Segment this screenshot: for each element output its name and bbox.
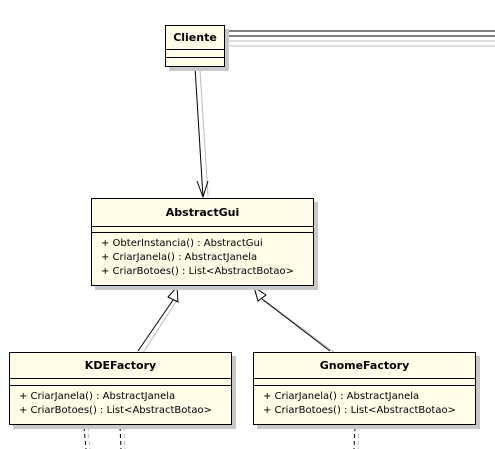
class-attributes-compartment [10,379,231,386]
class-attributes-compartment [92,227,313,233]
class-name: AbstractGui [92,199,313,227]
class-abstractgui[interactable]: AbstractGui + ObterInstancia() : Abstrac… [91,198,314,286]
gnomefactory-generalization [253,285,336,354]
operation-criar-botoes: + CriarBotoes() : List<AbstractBotao> [19,405,212,416]
operation-criar-botoes: + CriarBotoes() : List<AbstractBotao> [263,405,456,416]
operation-criar-janela: + CriarJanela() : AbstractJanela [101,252,258,263]
class-cliente[interactable]: Cliente [165,25,225,67]
cliente-right-association [225,30,495,47]
gnomefactory-lower-associations [353,426,360,449]
class-kdefactory[interactable]: KDEFactory + CriarJanela() : AbstractJan… [9,352,232,425]
cliente-to-abstractgui-association [194,66,209,199]
class-operations-compartment [166,58,224,62]
kdefactory-generalization [137,285,179,354]
operation-obter-instancia: + ObterInstancia() : AbstractGui [101,238,263,249]
class-attributes-compartment [254,379,475,386]
class-attributes-compartment [166,50,224,58]
operation-criar-janela: + CriarJanela() : AbstractJanela [19,391,176,402]
operation-criar-botoes: + CriarBotoes() : List<AbstractBotao> [101,266,294,277]
class-operations-compartment: + ObterInstancia() : AbstractGui + Criar… [92,233,313,279]
class-name: GnomeFactory [254,353,475,379]
class-name: KDEFactory [10,353,231,379]
class-operations-compartment: + CriarJanela() : AbstractJanela + Criar… [10,386,231,418]
class-gnomefactory[interactable]: GnomeFactory + CriarJanela() : AbstractJ… [253,352,476,425]
kdefactory-lower-associations [83,426,126,449]
operation-criar-janela: + CriarJanela() : AbstractJanela [263,391,420,402]
class-name: Cliente [166,26,224,50]
class-operations-compartment: + CriarJanela() : AbstractJanela + Criar… [254,386,475,418]
